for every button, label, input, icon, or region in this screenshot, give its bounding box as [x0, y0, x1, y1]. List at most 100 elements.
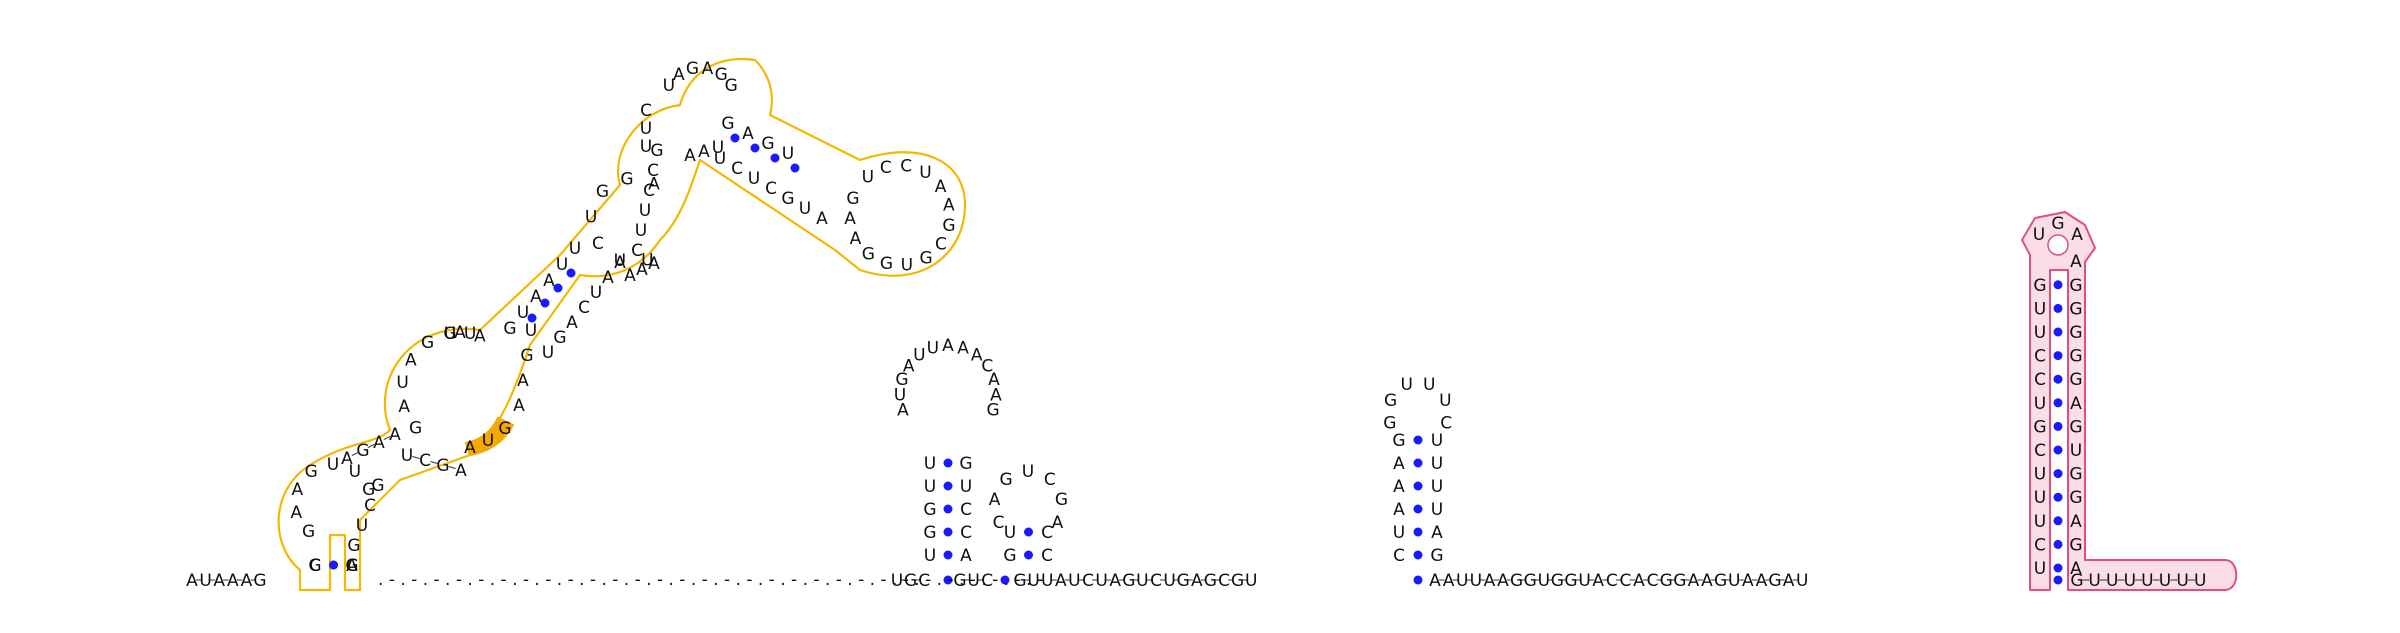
domain-nucleotide: U	[640, 119, 652, 139]
domain-nucleotide: A	[636, 260, 648, 280]
base-pair-dot	[750, 143, 760, 153]
loop-nucleotide: A	[971, 345, 983, 365]
backbone-nucleotide: A	[213, 571, 225, 591]
domain-nucleotide: A	[602, 268, 614, 288]
base-pair-dot	[2053, 539, 2063, 549]
loop-nucleotide: U	[894, 385, 906, 405]
backbone-bond	[383, 435, 391, 441]
base-pair-dot	[1413, 481, 1423, 491]
backbone-nucleotide: C	[981, 571, 993, 591]
base-pair-dot	[2053, 303, 2063, 313]
domain-nucleotide: A	[373, 433, 385, 453]
backbone-nucleotide: U	[1728, 571, 1740, 591]
base-pair-dot	[1413, 527, 1423, 537]
stem-nucleotide: A	[2070, 512, 2082, 532]
domain-nucleotide: G	[371, 476, 384, 496]
stem-nucleotide: U	[960, 477, 972, 497]
base-pair-dot	[2053, 445, 2063, 455]
loop-nucleotide: G	[409, 418, 422, 438]
domain-nucleotide: A	[614, 253, 626, 273]
base-pair-dot	[540, 298, 550, 308]
stem-nucleotide: A	[2070, 252, 2082, 272]
base-pair-dot	[1413, 575, 1423, 585]
backbone-nucleotide: A	[227, 571, 239, 591]
loop-nucleotide: A	[942, 336, 954, 356]
backbone-nucleotide: U	[1456, 571, 1468, 591]
base-pair-dot	[1000, 575, 1010, 585]
loop-nucleotide: U	[641, 250, 653, 270]
backbone-nucleotide: A	[1484, 571, 1496, 591]
base-pair-dot	[1413, 458, 1423, 468]
domain-nucleotide: U	[635, 221, 647, 241]
stem-nucleotide: G	[2069, 347, 2082, 367]
backbone-nucleotide: G	[1231, 571, 1244, 591]
domain-nucleotide: A	[341, 449, 353, 469]
loop-nucleotide: G	[880, 254, 893, 274]
riboswitch-domain-outline	[277, 58, 967, 592]
backbone-nucleotide: A	[1742, 571, 1754, 591]
base-pair-dot	[2053, 327, 2063, 337]
loop-nucleotide: U	[901, 256, 913, 276]
stem-nucleotide: G	[2033, 276, 2046, 296]
loop-nucleotide: G	[686, 59, 699, 79]
stem-nucleotide: U	[2034, 299, 2046, 319]
backbone-nucleotide: G	[904, 571, 917, 591]
tail-nucleotide: G	[2070, 571, 2083, 591]
domain-nucleotide: A	[543, 271, 555, 291]
stem-nucleotide: C	[2034, 535, 2046, 555]
stem-nucleotide: C	[2034, 347, 2046, 367]
backbone-nucleotide: G	[1177, 571, 1190, 591]
domain-nucleotide: A	[517, 371, 529, 391]
domain-nucleotide: U	[712, 138, 724, 158]
loop-nucleotide: G	[362, 480, 375, 500]
base-pair-dot	[790, 163, 800, 173]
loop-nucleotide: C	[1440, 413, 1452, 433]
backbone-nucleotide: A	[1756, 571, 1768, 591]
backbone-nucleotide: G	[1768, 571, 1781, 591]
stem-nucleotide: G	[2069, 488, 2082, 508]
base-pair-dot	[2053, 398, 2063, 408]
terminator-loop-center	[2047, 234, 2069, 256]
loop-nucleotide: A	[903, 356, 915, 376]
backbone-nucleotide: A	[186, 571, 198, 591]
backbone-nucleotide: U	[199, 571, 211, 591]
loop-nucleotide: C	[981, 356, 993, 376]
loop-nucleotide: U	[585, 207, 597, 227]
domain-nucleotide: C	[731, 159, 743, 179]
stem-nucleotide: G	[2069, 535, 2082, 555]
domain-nucleotide: C	[643, 181, 655, 201]
pair-layer	[329, 133, 2063, 585]
backbone-nucleotide: A	[241, 571, 253, 591]
backbone-nucleotide: G	[1660, 571, 1673, 591]
stem-nucleotide: C	[1041, 546, 1053, 566]
domain-nucleotide: A	[455, 461, 467, 481]
loop-nucleotide: A	[1052, 513, 1064, 533]
stem-nucleotide: G	[1392, 431, 1405, 451]
backbone-nucleotide: U	[1068, 571, 1080, 591]
loop-nucleotide: U	[919, 163, 931, 183]
stem-nucleotide: C	[309, 556, 321, 576]
highlight-nucleotide: U	[482, 431, 494, 451]
stem-nucleotide: A	[2070, 559, 2082, 579]
base-pair-dot	[943, 527, 953, 537]
loop-nucleotide: A	[850, 229, 862, 249]
backbone-nucleotide: G	[1122, 571, 1135, 591]
backbone-nucleotide: A	[1497, 571, 1509, 591]
stem-nucleotide: U	[924, 454, 936, 474]
loop-nucleotide: U	[2033, 225, 2045, 245]
tail-nucleotide: U	[2141, 571, 2153, 591]
domain-nucleotide: U	[590, 283, 602, 303]
stem-nucleotide: A	[1431, 523, 1443, 543]
backbone-nucleotide: A	[1191, 571, 1203, 591]
base-pair-dot	[2053, 351, 2063, 361]
domain-nucleotide: A	[698, 142, 710, 162]
loop-nucleotide: G	[305, 462, 318, 482]
stem-nucleotide: A	[1393, 500, 1405, 520]
domain-nucleotide: U	[401, 446, 413, 466]
domain-nucleotide: G	[347, 536, 360, 556]
stem-nucleotide: U	[1431, 454, 1443, 474]
backbone-nucleotide: A	[1633, 571, 1645, 591]
base-pair-dot	[566, 268, 576, 278]
backbone-nucleotide: C	[1606, 571, 1618, 591]
tail-nucleotide: U	[2106, 571, 2118, 591]
